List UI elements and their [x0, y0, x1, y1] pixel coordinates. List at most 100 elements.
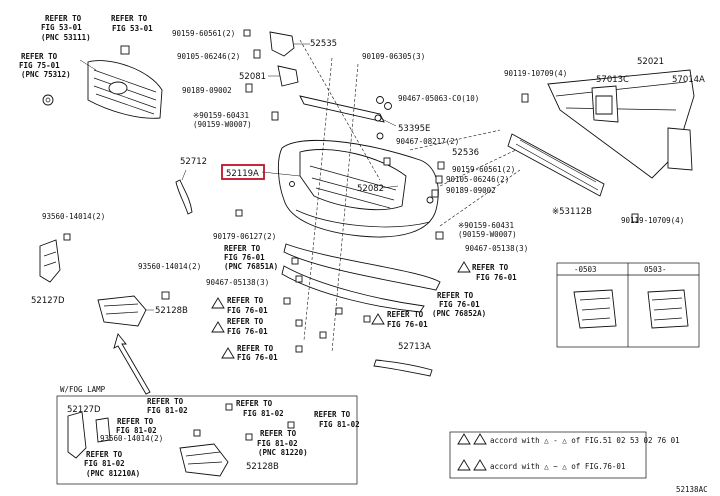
grille: [79, 59, 163, 119]
refer-callout: REFER TO FIG 75-01 (PNC 75312): [19, 52, 71, 79]
refer-callout: REFER TO FIG 81-02 (PNC 81210A): [84, 450, 140, 478]
code-label: 93560-14014(2): [138, 262, 201, 271]
code-label: (90159-W0007): [193, 120, 252, 129]
svg-text:REFER TO: REFER TO: [86, 450, 123, 459]
highlight-box: [221, 164, 265, 180]
code-label: 90105-06246(2): [446, 175, 509, 184]
part-label: 57014A: [672, 75, 705, 85]
svg-text:REFER TO: REFER TO: [117, 417, 154, 426]
code-label: 90189-09002: [182, 86, 232, 95]
refer-callout: REFER TO FIG 76-01 (PNC 76852A): [432, 291, 486, 318]
refer-callout: REFER TO FIG 81-02: [147, 397, 188, 415]
lamp-bracket: [39, 239, 61, 283]
code-label: 90159-60561(2): [452, 165, 515, 174]
lamp-cover: [97, 295, 154, 327]
svg-text:(PNC 53111): (PNC 53111): [41, 33, 91, 42]
svg-text:REFER TO: REFER TO: [21, 52, 58, 61]
inset-title: W/FOG LAMP: [60, 385, 106, 394]
svg-text:FIG 81-02: FIG 81-02: [84, 459, 125, 468]
code-label: ※90159-60431: [193, 111, 249, 120]
code-label: 90105-06246(2): [177, 52, 240, 61]
side-moulding: [175, 169, 193, 215]
code-label: 90467-08217(2): [396, 137, 459, 146]
svg-text:REFER TO: REFER TO: [224, 244, 261, 253]
refer-callout: REFER TO FIG 76-01 (PNC 76851A): [224, 244, 278, 271]
clip-icon: [42, 94, 54, 106]
refer-callout: REFER TO FIG 76-01: [457, 261, 517, 282]
svg-text:FIG 76-01: FIG 76-01: [387, 320, 428, 329]
svg-text:FIG 81-02: FIG 81-02: [147, 406, 188, 415]
svg-text:REFER TO: REFER TO: [314, 410, 351, 419]
svg-text:FIG 76-01: FIG 76-01: [237, 353, 278, 362]
svg-text:(PNC 76851A): (PNC 76851A): [224, 262, 278, 271]
svg-text:FIG 81-02: FIG 81-02: [257, 439, 298, 448]
refer-callout: REFER TO FIG 76-01: [211, 317, 268, 336]
svg-text:FIG 53-01: FIG 53-01: [112, 24, 153, 33]
part-label: 52127D: [67, 405, 101, 415]
svg-text:FIG 81-02: FIG 81-02: [319, 420, 360, 429]
part-label: 57013C: [596, 75, 629, 85]
arrow-icon: [113, 333, 151, 395]
code-label: ※90159-60431: [458, 221, 514, 230]
code-label: 90467-05063-C0(10): [398, 94, 479, 103]
svg-text:FIG 76-01: FIG 76-01: [224, 253, 265, 262]
svg-text:REFER TO: REFER TO: [45, 14, 82, 23]
code-label: 90109-06305(3): [362, 52, 425, 61]
svg-text:FIG 76-01: FIG 76-01: [439, 300, 480, 309]
refer-callout: REFER TO FIG 53-01 (PNC 53111): [41, 14, 91, 42]
bracket-icon: [243, 29, 310, 121]
part-label: 52128B: [246, 462, 279, 472]
part-label: 52713A: [398, 342, 431, 352]
clip-icon: [120, 45, 130, 55]
part-label: ※53112B: [552, 207, 592, 217]
refer-callout: REFER TO FIG 76-01: [221, 344, 278, 362]
svg-text:REFER TO: REFER TO: [227, 317, 264, 326]
svg-text:REFER TO: REFER TO: [227, 296, 264, 305]
svg-text:REFER TO: REFER TO: [260, 429, 297, 438]
refer-callout: REFER TO FIG 53-01: [111, 14, 153, 33]
svg-text:FIG 81-02: FIG 81-02: [243, 409, 284, 418]
code-label: 90467-05138(3): [465, 244, 528, 253]
part-label: 52712: [180, 157, 207, 167]
variant-table: [556, 262, 700, 348]
code-label: 90189-09002: [446, 186, 496, 195]
svg-text:FIG 53-01: FIG 53-01: [41, 23, 82, 32]
highlighted-part-label: 52119A: [226, 169, 259, 179]
bracket-icon: [268, 65, 299, 87]
svg-text:REFER TO: REFER TO: [111, 14, 148, 23]
code-label: 90119-10709(4): [504, 69, 567, 78]
code-label: 90467-05138(3): [206, 278, 269, 287]
svg-text:REFER TO: REFER TO: [237, 344, 274, 353]
diagram-id: 52138AC: [676, 485, 708, 494]
refer-callout: REFER TO FIG 76-01: [371, 310, 428, 329]
part-label: 52081: [239, 72, 266, 82]
svg-text:FIG 76-01: FIG 76-01: [227, 306, 268, 315]
part-label: 52082: [357, 184, 384, 194]
refer-callout: REFER TO FIG 76-01: [211, 296, 268, 315]
lower-spoiler: [281, 243, 441, 377]
part-label: 53395E: [398, 124, 430, 134]
legend-text: accord with △ - △ of FIG.51 02 53 02 76 …: [490, 436, 680, 445]
refer-callout: REFER TO FIG 81-02: [314, 410, 360, 429]
svg-text:REFER TO: REFER TO: [472, 263, 509, 272]
code-label: 90119-10709(4): [621, 216, 684, 225]
svg-text:FIG 81-02: FIG 81-02: [116, 426, 157, 435]
code-label: (90159-W0007): [458, 230, 517, 239]
svg-text:(PNC 76852A): (PNC 76852A): [432, 309, 486, 318]
svg-text:(PNC 75312): (PNC 75312): [21, 70, 71, 79]
code-label: 93560-14014(2): [100, 434, 163, 443]
refer-callout: REFER TO FIG 81-02 (PNC 81220): [257, 429, 308, 457]
code-label: 90159-60561(2): [172, 29, 235, 38]
guide-lines: [299, 39, 521, 353]
refer-callout: REFER TO FIG 81-02: [236, 399, 284, 418]
svg-text:FIG 76-01: FIG 76-01: [476, 273, 517, 282]
svg-text:FIG 76-01: FIG 76-01: [227, 327, 268, 336]
svg-text:(PNC 81220): (PNC 81220): [258, 448, 308, 457]
svg-text:REFER TO: REFER TO: [147, 397, 184, 406]
table-header: 0503-: [644, 265, 667, 274]
part-label: 52535: [310, 39, 337, 49]
svg-text:REFER TO: REFER TO: [387, 310, 424, 319]
reinforcement-strip: [299, 95, 397, 140]
